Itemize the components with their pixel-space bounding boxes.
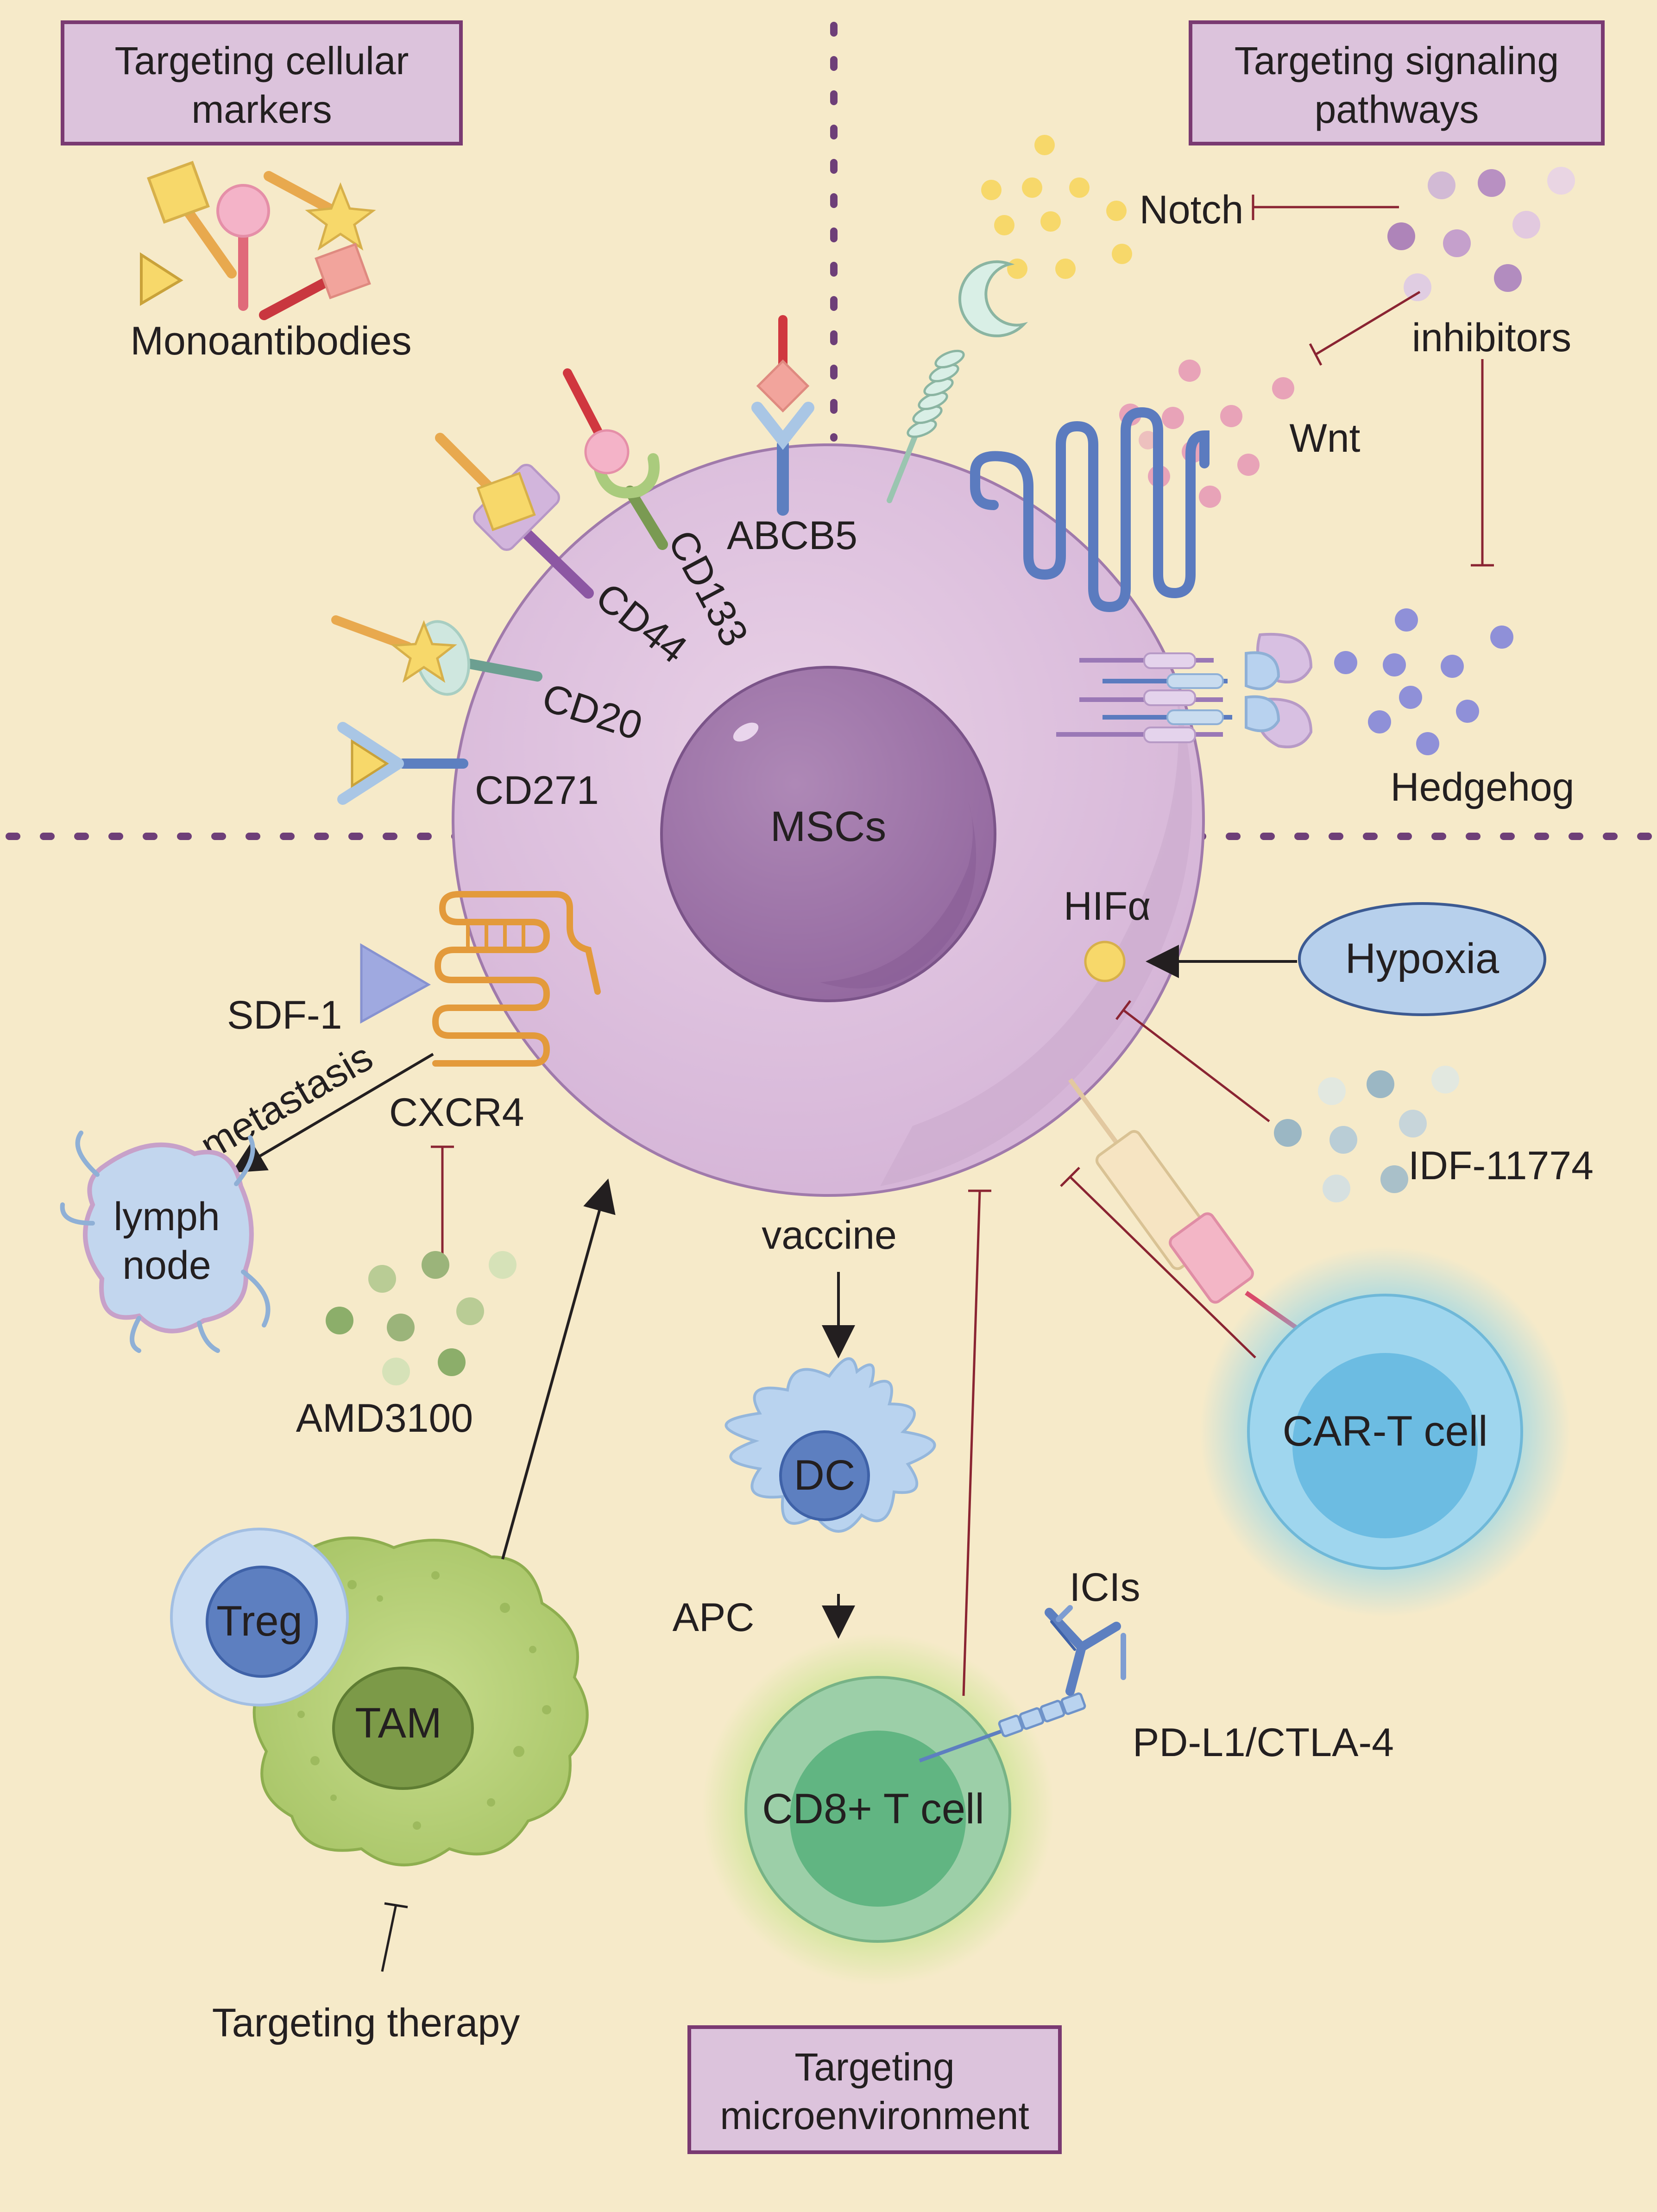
therapy-inhibition-line bbox=[381, 1902, 408, 1972]
amd3100-label: AMD3100 bbox=[296, 1396, 473, 1441]
title-cellular-markers-line2: markers bbox=[191, 88, 332, 131]
title-signaling-line2: pathways bbox=[1315, 88, 1479, 131]
amd3100-inhibition-line bbox=[431, 1145, 454, 1256]
wnt-ligand-dots bbox=[1119, 360, 1294, 508]
cxcr4-label: CXCR4 bbox=[389, 1090, 524, 1135]
idf-11774-dots bbox=[1274, 1066, 1459, 1202]
targeting-therapy-label: Targeting therapy bbox=[212, 2001, 520, 2045]
title-cellular-markers-line1: Targeting cellular bbox=[114, 39, 409, 82]
tam-label: TAM bbox=[355, 1700, 441, 1747]
hedgehog-label: Hedgehog bbox=[1391, 765, 1575, 809]
notch-label: Notch bbox=[1140, 188, 1244, 232]
treg-label: Treg bbox=[216, 1598, 302, 1645]
vaccine-label: vaccine bbox=[762, 1213, 897, 1258]
cd271-label: CD271 bbox=[475, 768, 599, 813]
title-box-cellular-markers: Targeting cellular markers bbox=[61, 20, 463, 145]
hif-alpha-label: HIFα bbox=[1064, 884, 1151, 929]
quadrant-dividers bbox=[6, 22, 1657, 840]
cd20-receptor bbox=[331, 615, 542, 696]
idf-inhibition-line bbox=[1115, 1000, 1270, 1122]
treg-cell bbox=[170, 1528, 349, 1706]
cd44-receptor bbox=[435, 433, 594, 599]
title-microenv-line1: Targeting bbox=[794, 2045, 955, 2089]
car-t-inhibition-line bbox=[1060, 1167, 1256, 1359]
pathway-inhibition-lines bbox=[1252, 195, 1494, 567]
dc-label: DC bbox=[794, 1452, 856, 1499]
car-t-label: CAR-T cell bbox=[1282, 1408, 1487, 1455]
sdf1-label: SDF-1 bbox=[227, 993, 342, 1037]
lymph-node-label-line2: node bbox=[122, 1243, 211, 1288]
amd3100-dots bbox=[326, 1251, 517, 1385]
hedgehog-ligand-dots bbox=[1334, 608, 1513, 755]
checkpoints-label: PD-L1/CTLA-4 bbox=[1133, 1720, 1394, 1765]
abcb5-label: ABCB5 bbox=[727, 513, 857, 558]
cd133-receptor bbox=[563, 368, 668, 550]
hypoxia-oval bbox=[1298, 902, 1546, 1016]
wnt-label: Wnt bbox=[1290, 416, 1361, 461]
hif-alpha-dot bbox=[1084, 941, 1126, 982]
monoantibodies-label: Monoantibodies bbox=[130, 319, 411, 363]
dendritic-cell bbox=[725, 1357, 936, 1533]
car-t-cell bbox=[1200, 1246, 1570, 1617]
hedgehog-receptors bbox=[1056, 632, 1313, 748]
metastasis-arrow bbox=[231, 1053, 434, 1173]
cd8-inhibition-line bbox=[962, 1189, 991, 1696]
inhibitor-dots bbox=[1387, 167, 1575, 301]
msc-nucleus bbox=[660, 666, 996, 1002]
title-box-microenvironment: Targeting microenvironment bbox=[687, 2025, 1062, 2154]
lymph-node-icon bbox=[60, 1131, 271, 1353]
wnt-receptor bbox=[970, 407, 1210, 613]
idf-11774-label: IDF-11774 bbox=[1408, 1144, 1594, 1188]
checkpoint-receptor bbox=[919, 1692, 1086, 1763]
title-signaling-line1: Targeting signaling bbox=[1235, 39, 1559, 82]
title-box-signaling-pathways: Targeting signaling pathways bbox=[1189, 20, 1605, 145]
inhibitors-label: inhibitors bbox=[1412, 316, 1571, 360]
abcb5-receptor bbox=[751, 315, 814, 516]
msc-label: MSCs bbox=[770, 803, 886, 850]
cd8-label: CD8+ T cell bbox=[762, 1785, 984, 1833]
cxcr4-receptor bbox=[432, 891, 601, 1067]
hypoxia-label: Hypoxia bbox=[1345, 935, 1499, 982]
lymph-node-label-line1: lymph bbox=[113, 1194, 220, 1239]
ici-antibody-icon bbox=[1045, 1605, 1126, 1696]
cd8-t-cell bbox=[702, 1633, 1054, 1985]
monoantibodies-icon bbox=[140, 161, 376, 320]
apc-label: APC bbox=[673, 1595, 755, 1640]
sdf1-ligand bbox=[360, 943, 431, 1024]
notch-receptor bbox=[887, 260, 1028, 503]
cd271-receptor bbox=[337, 722, 468, 805]
notch-ligand-dots bbox=[981, 135, 1132, 279]
tam-to-msc-arrow bbox=[501, 1178, 616, 1560]
title-microenv-line2: microenvironment bbox=[720, 2094, 1029, 2137]
icis-label: ICIs bbox=[1070, 1565, 1140, 1610]
